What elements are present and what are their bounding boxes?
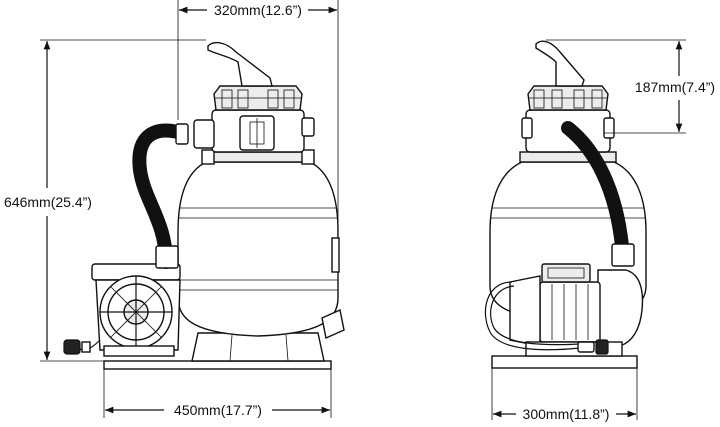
front-view bbox=[63, 41, 345, 370]
front-dimension-lines bbox=[40, 0, 339, 418]
side-pump-motor bbox=[539, 281, 601, 343]
side-view bbox=[484, 40, 647, 369]
base-length-label: 450mm(17.7”) bbox=[174, 402, 262, 418]
tank-stand bbox=[191, 332, 325, 362]
valve-height-label: 187mm(7.4”) bbox=[635, 79, 715, 95]
power-plug bbox=[63, 339, 81, 355]
tank-body bbox=[177, 161, 339, 337]
tank-label-plate bbox=[331, 237, 340, 273]
side-depth-label: 300mm(11.8”) bbox=[523, 406, 610, 422]
valve-handle bbox=[207, 41, 273, 87]
side-pump-body bbox=[597, 269, 644, 347]
side-power-plug bbox=[595, 339, 609, 355]
side-valve-handle bbox=[535, 40, 585, 87]
front-hose bbox=[132, 123, 185, 269]
top-width-label: 320mm(12.6”) bbox=[214, 2, 302, 18]
total-height-label: 646mm(25.4”) bbox=[4, 194, 92, 210]
side-base-plate bbox=[491, 355, 638, 369]
front-base-plate bbox=[103, 360, 332, 370]
tank-clamp bbox=[203, 151, 313, 163]
motor-terminal-box bbox=[541, 263, 591, 283]
side-power-cord bbox=[484, 281, 581, 351]
drain-nozzle bbox=[321, 309, 345, 339]
side-dimension-lines bbox=[491, 39, 686, 420]
